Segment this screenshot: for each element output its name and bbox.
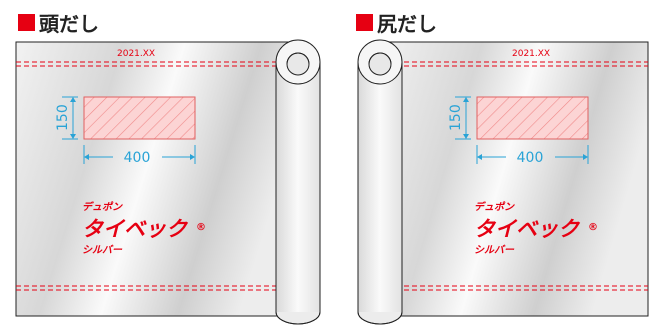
sheet bbox=[379, 41, 649, 317]
svg-text:シルバー: シルバー bbox=[82, 244, 123, 256]
height-label: 150 bbox=[448, 104, 464, 131]
sheet bbox=[15, 41, 299, 317]
year-label: 2021.XX bbox=[512, 49, 550, 59]
roll bbox=[357, 39, 403, 325]
svg-text:タイベック: タイベック bbox=[474, 217, 581, 241]
width-label: 400 bbox=[124, 150, 151, 166]
svg-text:®: ® bbox=[196, 222, 206, 233]
svg-text:タイベック: タイベック bbox=[82, 217, 189, 241]
print-area bbox=[83, 96, 196, 140]
roll bbox=[275, 39, 321, 325]
svg-text:デュポン: デュポン bbox=[474, 201, 515, 213]
height-label: 150 bbox=[55, 104, 71, 131]
panel-heading: 尻だし bbox=[356, 8, 437, 37]
tyvek-silver-logo: デュポン タイベック ® シルバー bbox=[82, 201, 206, 256]
red-square-icon bbox=[18, 14, 35, 31]
panel-heading-text: 尻だし bbox=[377, 12, 437, 36]
print-area bbox=[476, 96, 589, 140]
svg-text:®: ® bbox=[588, 222, 598, 233]
sheet-diagram: 2021.XX 150 400 デュポン タイベック ® シルバー bbox=[357, 39, 649, 325]
red-square-icon bbox=[356, 14, 373, 31]
sheet-diagram: 2021.XX 150 400 デュポン タイベック ® シルバー bbox=[15, 39, 321, 325]
tyvek-silver-logo: デュポン タイベック ® シルバー bbox=[474, 201, 598, 256]
svg-text:シルバー: シルバー bbox=[474, 244, 515, 256]
svg-text:デュポン: デュポン bbox=[82, 201, 123, 213]
panel-head-first: 頭だし 2021.XX bbox=[15, 8, 321, 325]
panel-tail-first: 尻だし 2021.XX bbox=[326, 0, 652, 328]
panel-heading: 頭だし bbox=[18, 8, 99, 37]
year-label: 2021.XX bbox=[117, 49, 155, 59]
width-label: 400 bbox=[517, 150, 544, 166]
panel-heading-text: 頭だし bbox=[39, 12, 99, 36]
